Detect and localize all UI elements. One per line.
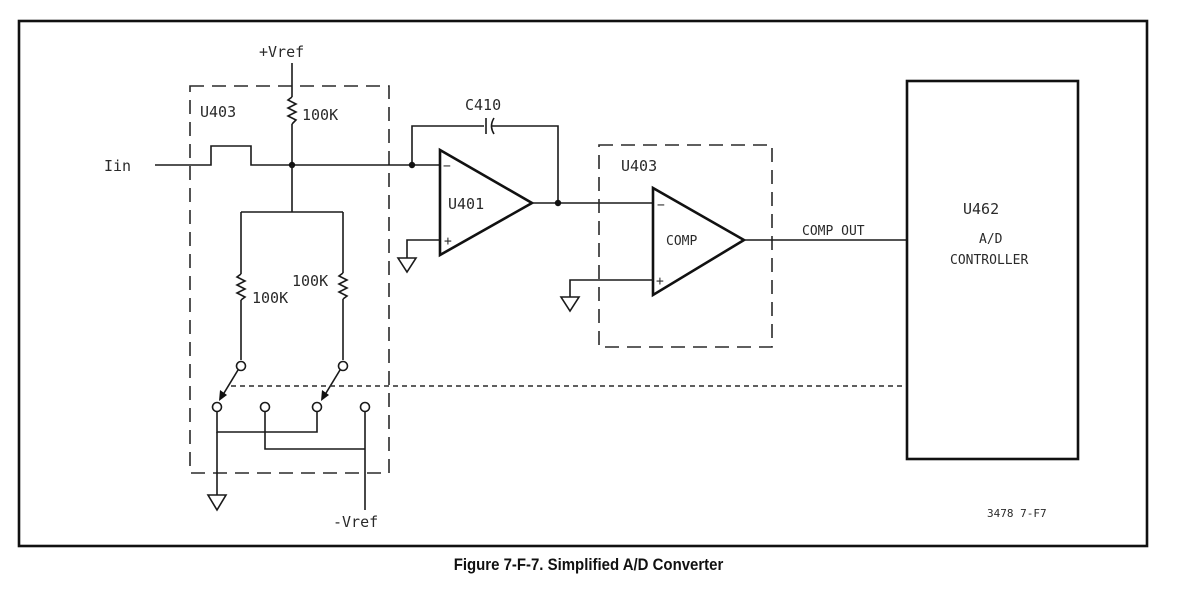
integrator-opamp bbox=[438, 147, 535, 258]
capacitor-plate-2 bbox=[490, 117, 495, 135]
ground-icon bbox=[559, 296, 581, 313]
figure-frame bbox=[17, 19, 1149, 548]
integrator-plus: + bbox=[444, 234, 452, 249]
left-resistor-label: 100K bbox=[252, 289, 288, 307]
figure-reference-code: 3478 7-F7 bbox=[987, 507, 1047, 520]
ground-icon bbox=[396, 257, 418, 274]
integrator-minus: − bbox=[443, 159, 451, 174]
integrator-output-node bbox=[554, 199, 562, 207]
right-resistor-label: 100K bbox=[292, 272, 328, 290]
switch-terminal-3 bbox=[311, 401, 323, 413]
left-switch-common-terminal bbox=[235, 360, 247, 372]
ground-bus-wire bbox=[216, 412, 318, 433]
capacitor-label: C410 bbox=[465, 96, 501, 114]
comp-out-label: COMP OUT bbox=[802, 224, 865, 239]
left-resistor bbox=[235, 273, 247, 301]
u403-switch-block-label: U403 bbox=[200, 103, 236, 121]
comparator-noninv-wire bbox=[569, 279, 653, 297]
iin-label: Iin bbox=[104, 157, 131, 175]
comparator-plus: + bbox=[656, 274, 664, 289]
comparator-minus: − bbox=[657, 198, 665, 213]
u403-comp-block-label: U403 bbox=[621, 157, 657, 175]
vref-negative-label: -Vref bbox=[333, 513, 378, 531]
u403-comp-block-outline bbox=[598, 144, 773, 348]
figure-caption: Figure 7-F-7. Simplified A/D Converter bbox=[453, 555, 724, 574]
left-switch-arrowhead bbox=[219, 390, 227, 401]
controller-id-label: U462 bbox=[963, 200, 999, 218]
integrator-noninv-wire bbox=[406, 239, 440, 258]
ad-controller-block bbox=[905, 79, 1080, 461]
vref-neg-bus-wire bbox=[264, 412, 365, 450]
switch-terminal-2 bbox=[259, 401, 271, 413]
u403-switch-block-outline bbox=[189, 85, 390, 474]
capacitor-feedback-right bbox=[492, 125, 559, 203]
ground-icon bbox=[206, 494, 228, 512]
right-resistor bbox=[337, 272, 349, 300]
inverting-input-node bbox=[408, 161, 416, 169]
switch-terminal-1 bbox=[211, 401, 223, 413]
comparator-opamp bbox=[651, 185, 747, 298]
right-switch-arrowhead bbox=[321, 390, 329, 401]
comparator-label: COMP bbox=[666, 234, 697, 249]
pullup-resistor bbox=[286, 96, 298, 125]
switch-terminal-4 bbox=[359, 401, 371, 413]
right-switch-common-terminal bbox=[337, 360, 349, 372]
controller-line1-label: A/D bbox=[979, 232, 1003, 247]
integrator-label: U401 bbox=[448, 195, 484, 213]
capacitor-feedback-left bbox=[411, 125, 484, 165]
iin-wire bbox=[155, 145, 440, 166]
vref-positive-label: +Vref bbox=[259, 43, 304, 61]
controller-line2-label: CONTROLLER bbox=[950, 253, 1028, 268]
pullup-resistor-label: 100K bbox=[302, 106, 338, 124]
